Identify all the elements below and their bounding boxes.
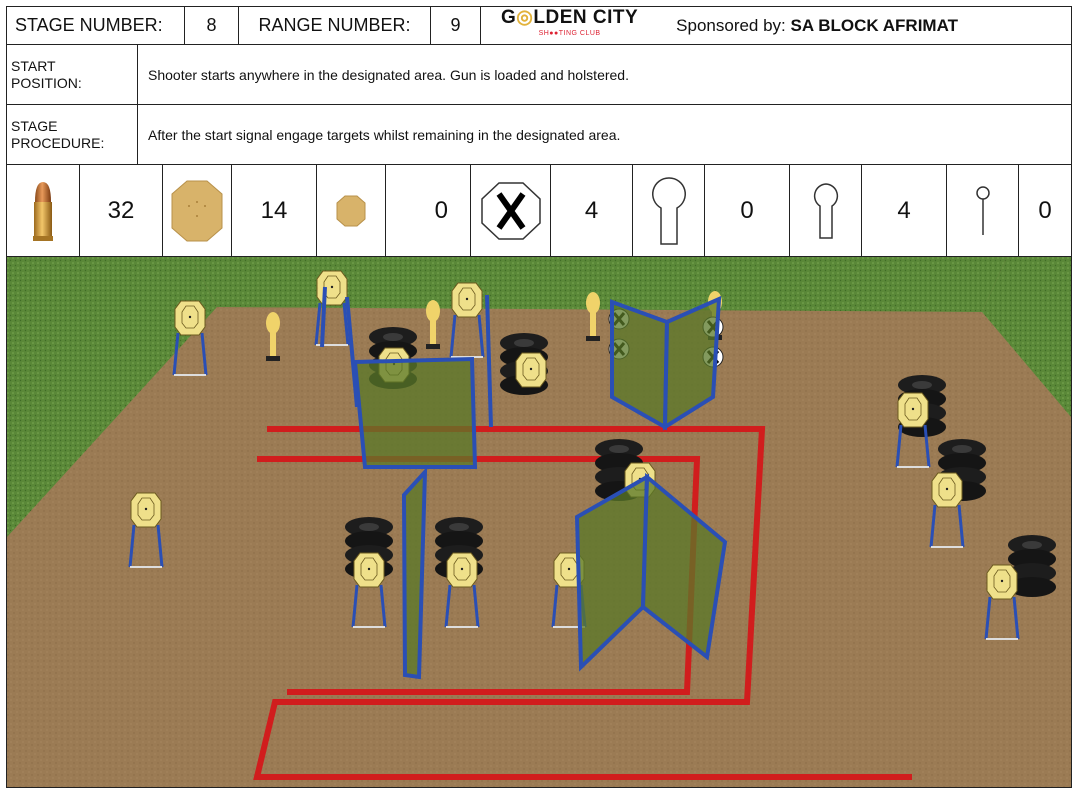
club-logo: G◎LDEN CITY SH●●TING CLUB	[501, 8, 638, 43]
popper-count: 4	[862, 165, 947, 256]
stage-number-label: STAGE NUMBER:	[7, 7, 185, 44]
range-number-value: 9	[431, 7, 481, 44]
stage-procedure-text: After the start signal engage targets wh…	[138, 105, 1071, 164]
start-position-row: START POSITION: Shooter starts anywhere …	[7, 45, 1071, 105]
sponsor-label: Sponsored by:	[676, 16, 786, 35]
no-shoot-target-count: 4	[551, 165, 633, 256]
procedure-label-line1: STAGE	[11, 118, 57, 135]
header-row: STAGE NUMBER: 8 RANGE NUMBER: 9 G◎LDEN C…	[7, 7, 1071, 45]
large-popper-icon	[633, 165, 705, 256]
popper-icon	[790, 165, 862, 256]
mini-ipsc-target-count: 0	[386, 165, 471, 256]
logo-sponsor-cell: G◎LDEN CITY SH●●TING CLUB Sponsored by: …	[481, 7, 1071, 44]
bullet-icon	[7, 165, 80, 256]
stage-procedure-label: STAGE PROCEDURE:	[7, 105, 138, 164]
stage-procedure-row: STAGE PROCEDURE: After the start signal …	[7, 105, 1071, 165]
bullet-count: 32	[80, 165, 163, 256]
no-shoot-target-icon	[471, 165, 551, 256]
logo-text-g: G	[501, 7, 516, 28]
logo-bullet-o-icon: ◎	[516, 7, 533, 28]
ipsc-target-count: 14	[232, 165, 317, 256]
start-label-line2: POSITION:	[11, 75, 82, 92]
start-position-text: Shooter starts anywhere in the designate…	[138, 45, 1071, 104]
mini-popper-icon	[947, 165, 1019, 256]
mini-ipsc-target-icon	[317, 165, 386, 256]
sponsor: Sponsored by: SA BLOCK AFRIMAT	[676, 16, 958, 36]
ipsc-target-icon	[163, 165, 232, 256]
large-popper-count: 0	[705, 165, 790, 256]
range-number-label: RANGE NUMBER:	[239, 7, 431, 44]
sponsor-name: SA BLOCK AFRIMAT	[791, 16, 958, 35]
start-label-line1: START	[11, 58, 56, 75]
mini-popper-count: 0	[1019, 165, 1071, 256]
procedure-label-line2: PROCEDURE:	[11, 135, 104, 152]
stage-number-value: 8	[185, 7, 239, 44]
stage-layout-render	[7, 257, 1071, 787]
start-position-label: START POSITION:	[7, 45, 138, 104]
target-count-row: 32 14 0 4 0	[7, 165, 1071, 257]
stage-sheet: STAGE NUMBER: 8 RANGE NUMBER: 9 G◎LDEN C…	[6, 6, 1072, 788]
